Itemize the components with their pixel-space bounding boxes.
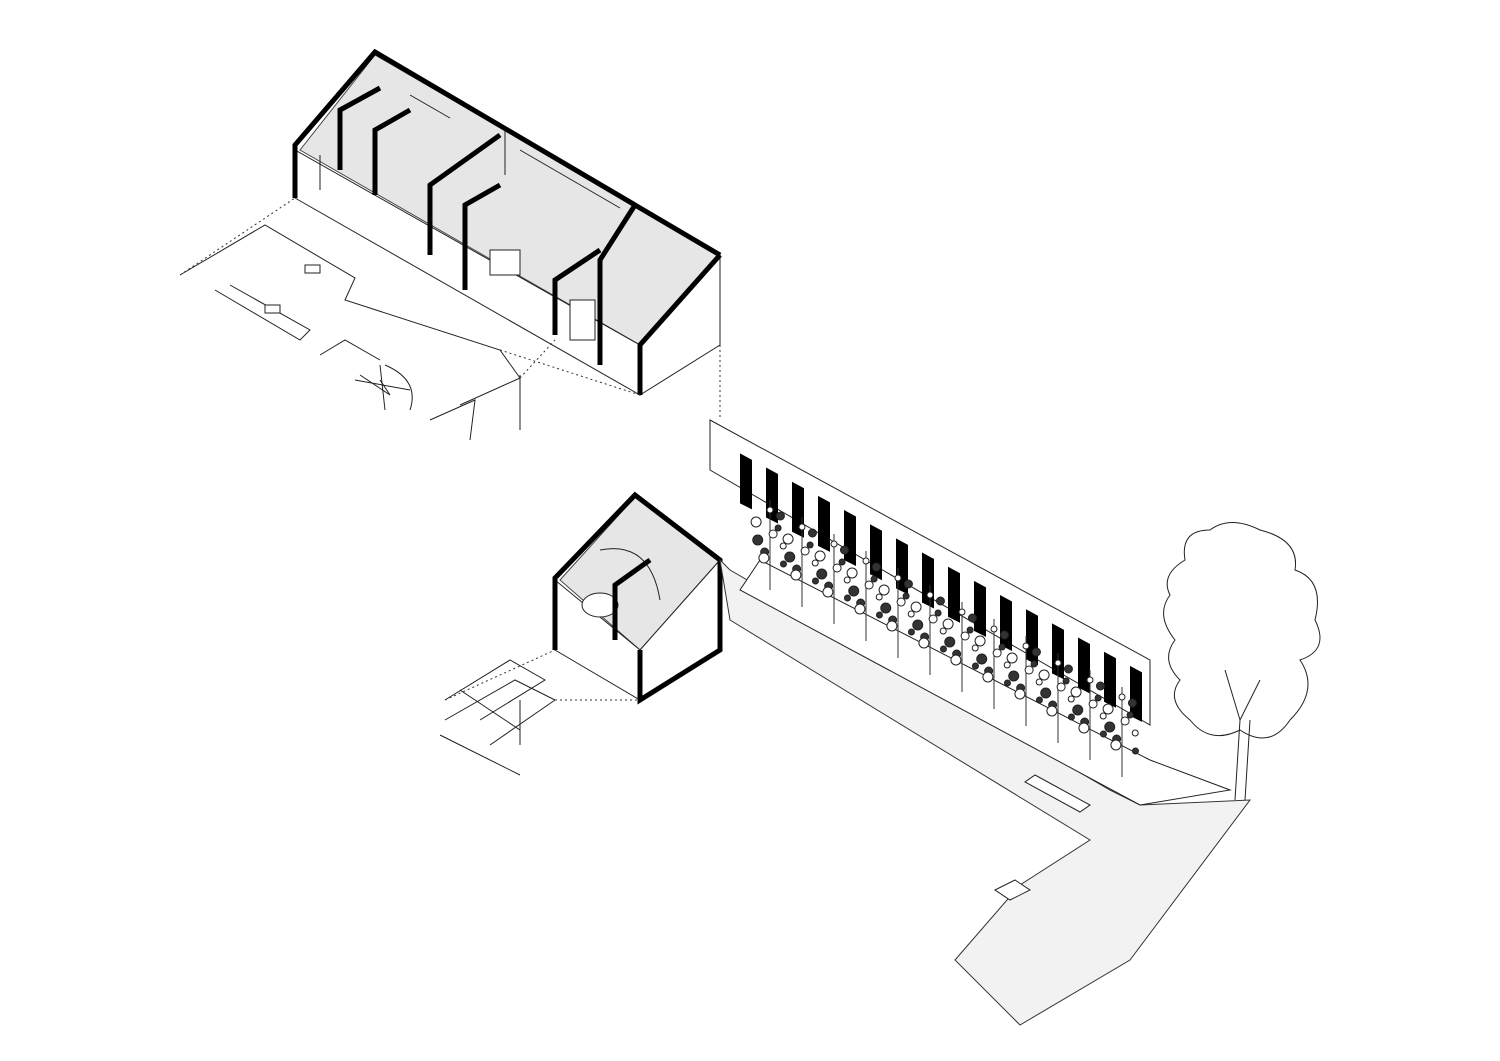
exploded-floor-plan xyxy=(179,197,721,441)
large-tree xyxy=(1163,522,1321,801)
wall-stripe xyxy=(1130,665,1142,722)
tree xyxy=(942,602,979,692)
garden-trees xyxy=(750,500,1139,777)
wall-stripe xyxy=(922,552,934,609)
tree xyxy=(1070,670,1107,760)
garden-wall xyxy=(709,419,1151,726)
pavilion-section xyxy=(552,491,723,705)
main-building-section xyxy=(292,48,722,396)
tree xyxy=(878,568,915,658)
tree xyxy=(846,551,883,641)
wall-stripe xyxy=(740,453,752,510)
tree xyxy=(1006,636,1043,726)
wall-stripe xyxy=(818,495,830,552)
exploded-structure xyxy=(439,649,640,776)
tree xyxy=(750,500,787,590)
tree xyxy=(1102,687,1139,777)
tree xyxy=(782,517,819,607)
tree xyxy=(974,619,1011,709)
tree xyxy=(1038,653,1075,743)
bathtub xyxy=(581,592,619,618)
wall-stripe xyxy=(1026,609,1038,666)
tree xyxy=(910,585,947,675)
wall-stripes xyxy=(740,453,1142,722)
main-building-end-wall xyxy=(637,253,722,395)
wall-stripe xyxy=(870,524,882,581)
wall-stripe xyxy=(948,566,960,623)
interior-partitions xyxy=(319,85,638,365)
wall-stripe xyxy=(1078,637,1090,694)
wall-stripe xyxy=(1000,595,1012,652)
bench xyxy=(1024,774,1091,813)
wall-stripe xyxy=(1052,623,1064,680)
wall-stripe xyxy=(974,580,986,637)
tree xyxy=(814,534,851,624)
step xyxy=(994,879,1031,901)
main-building-wall-cut xyxy=(292,48,722,258)
wall-stripe xyxy=(1104,651,1116,708)
wall-stripe xyxy=(844,510,856,567)
